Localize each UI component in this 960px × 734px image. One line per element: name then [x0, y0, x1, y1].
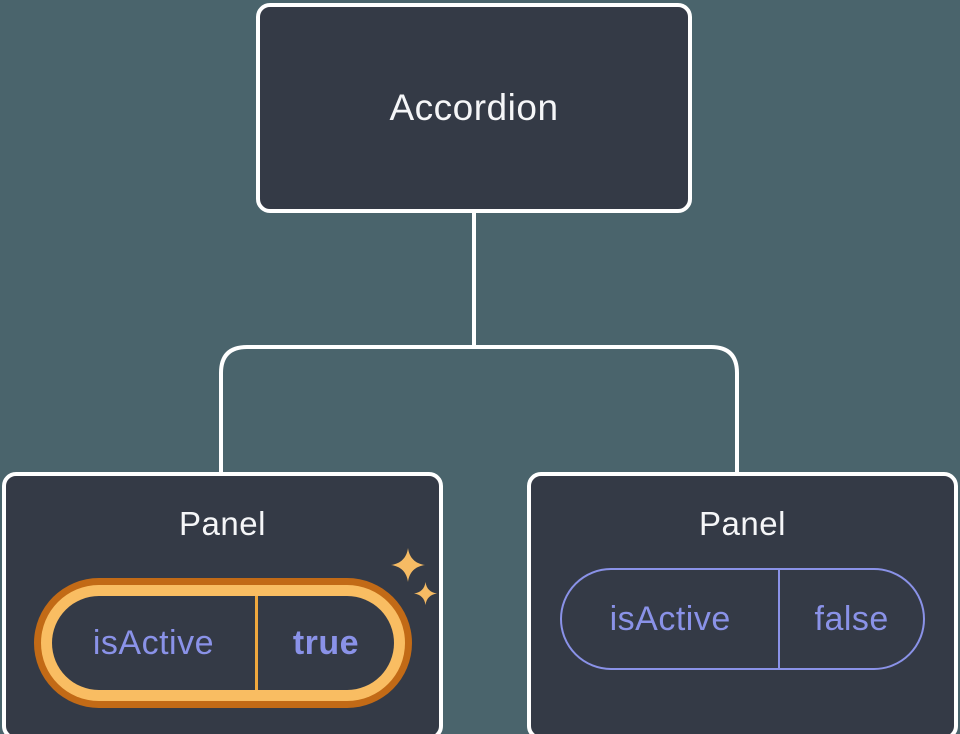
state-prop-value: false	[814, 599, 889, 638]
state-prop-value-cell: true	[258, 596, 393, 690]
state-prop-name: isActive	[92, 623, 215, 662]
panel-node-inactive: Panel isActive false	[527, 472, 958, 734]
sparkle-icon-small	[414, 582, 437, 605]
state-pill-active: isActive true	[51, 596, 394, 690]
state-prop-value-cell: false	[780, 570, 923, 668]
state-pill-active-inner-ring: isActive true	[40, 585, 405, 701]
state-prop-name-cell: isActive	[562, 570, 781, 668]
state-pill-active-highlight-ring: isActive true	[33, 578, 412, 708]
accordion-node: Accordion	[256, 3, 692, 213]
connector-branch-bracket	[219, 345, 739, 473]
state-prop-value: true	[292, 623, 360, 662]
state-prop-name: isActive	[609, 599, 731, 638]
panel-node-active: Panel isActive true	[2, 472, 443, 734]
state-prop-name-cell: isActive	[52, 596, 259, 690]
panel-title: Panel	[699, 505, 786, 542]
accordion-node-label: Accordion	[389, 87, 559, 128]
panel-title: Panel	[179, 505, 266, 542]
state-pill-inactive: isActive false	[560, 568, 925, 670]
sparkle-icon-large	[391, 548, 425, 582]
